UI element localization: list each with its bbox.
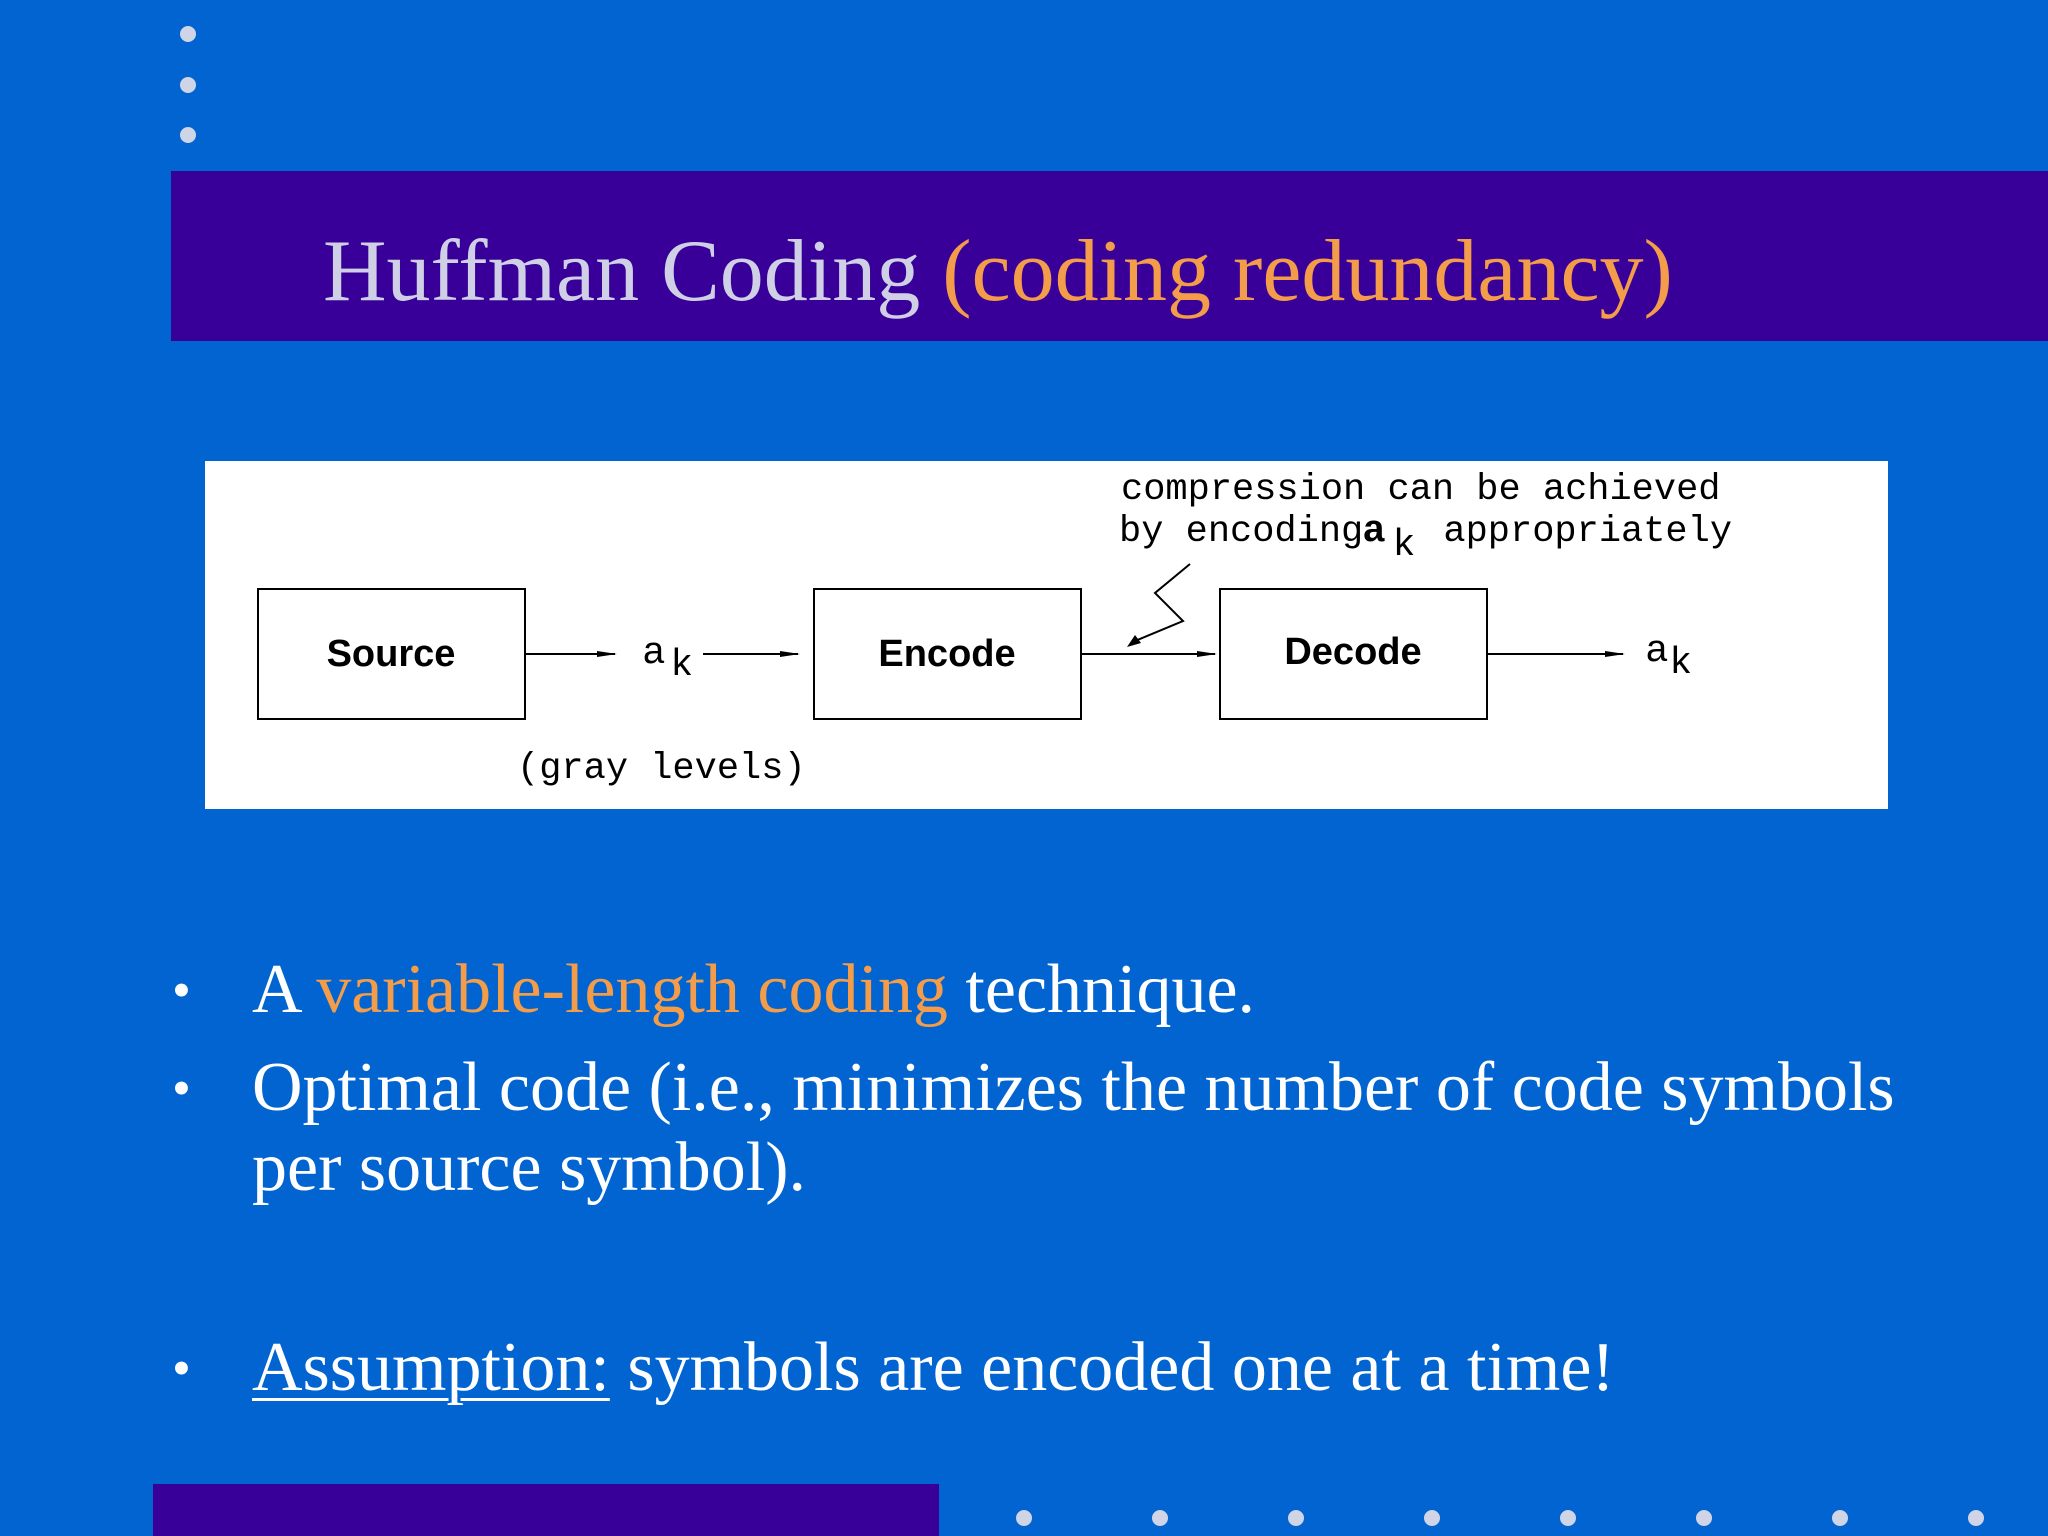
bullet-2-text: Optimal code (i.e., minimizes the number… (252, 1049, 1895, 1206)
decor-dot (180, 127, 196, 143)
title-main: Huffman Coding (323, 223, 921, 320)
bullet-item: • Optimal code (i.e., minimizes the numb… (172, 1048, 1912, 1208)
source-label: Source (327, 633, 456, 675)
decode-label: Decode (1284, 631, 1421, 673)
decor-dot (1696, 1510, 1712, 1526)
title-band (171, 171, 2048, 341)
decor-dot (1424, 1510, 1440, 1526)
bullet-1-highlight: variable-length coding (316, 951, 948, 1028)
decor-dot (1288, 1510, 1304, 1526)
decor-dot (180, 26, 196, 42)
gray-levels-note: (gray levels) (517, 748, 806, 790)
decor-dot (180, 77, 196, 93)
annotation-line1: compression can be achieved (1121, 469, 1721, 511)
bullet-mark: • (172, 1338, 191, 1398)
bullet-1-pre: A (252, 951, 299, 1028)
decor-dot (1968, 1510, 1984, 1526)
lightning-pointer-head (1127, 635, 1141, 647)
bullet-3-label: Assumption: (252, 1329, 610, 1406)
title-accent: (coding redundancy) (942, 223, 1673, 320)
bullet-list: • A variable-length coding technique. • … (172, 950, 1972, 1408)
slide-title: Huffman Coding (coding redundancy) (323, 222, 1673, 322)
decor-dot (1152, 1510, 1168, 1526)
lightning-pointer (1134, 563, 1191, 642)
decor-dot (1832, 1510, 1848, 1526)
bullet-1-post: technique. (965, 951, 1256, 1028)
bullet-mark: • (172, 960, 191, 1020)
decor-dot (1016, 1510, 1032, 1526)
bottom-band (153, 1484, 939, 1536)
bullet-item: • Assumption: symbols are encoded one at… (172, 1328, 1972, 1408)
bullet-item: • A variable-length coding technique. (172, 950, 1972, 1030)
encode-label: Encode (878, 633, 1015, 675)
decor-dot (1560, 1510, 1576, 1526)
bullet-3-text: symbols are encoded one at a time! (627, 1329, 1615, 1406)
bullet-mark: • (172, 1058, 191, 1118)
